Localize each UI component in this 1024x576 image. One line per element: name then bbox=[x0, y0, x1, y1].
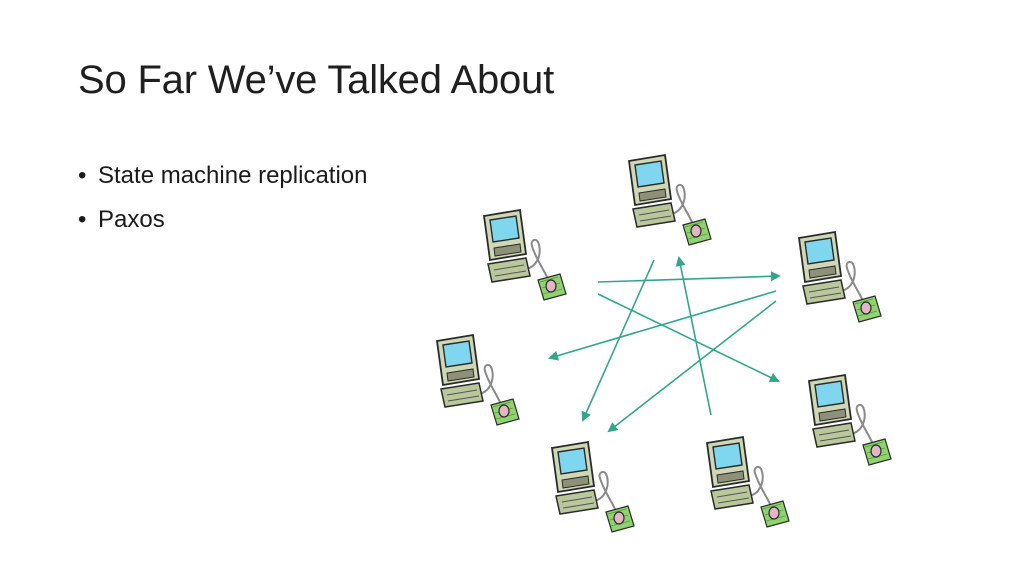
computer-icon bbox=[483, 209, 567, 301]
computer-icon bbox=[706, 436, 790, 528]
bullet-item: State machine replication bbox=[78, 154, 367, 198]
arrow bbox=[597, 293, 780, 383]
bullet-list: State machine replication Paxos bbox=[78, 154, 367, 242]
slide-title: So Far We’ve Talked About bbox=[78, 58, 555, 102]
arrow bbox=[581, 259, 655, 422]
computer-icon bbox=[798, 231, 882, 323]
arrow bbox=[675, 256, 712, 416]
bullet-item: Paxos bbox=[78, 198, 367, 242]
arrow bbox=[597, 271, 781, 283]
computer-icon bbox=[551, 441, 635, 533]
arrow bbox=[607, 300, 777, 433]
computer-icon bbox=[628, 154, 712, 246]
computer-icon bbox=[808, 374, 892, 466]
arrow bbox=[548, 290, 777, 361]
computer-icon bbox=[436, 334, 520, 426]
